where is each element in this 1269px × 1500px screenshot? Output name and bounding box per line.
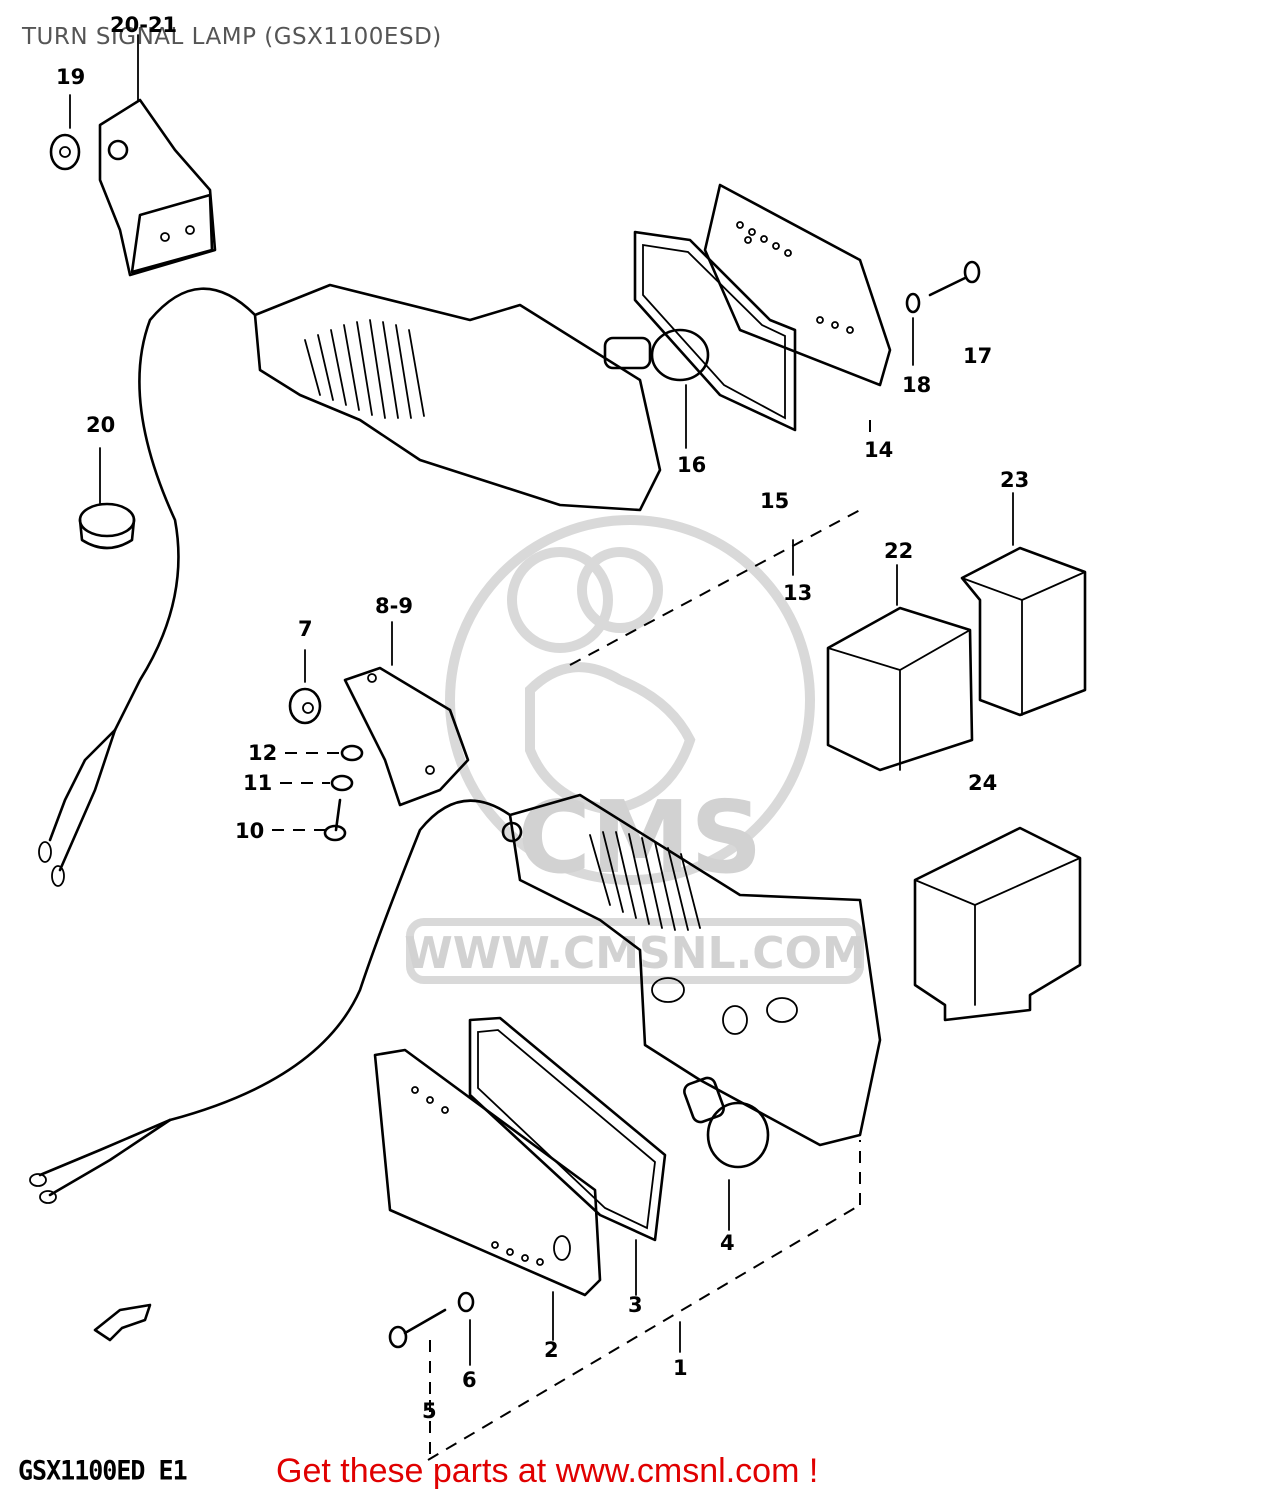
part-nut-19 [49, 94, 81, 171]
part-relay-22 [826, 564, 974, 772]
cta-link[interactable]: Get these parts at www.cmsnl.com ! [276, 1452, 819, 1490]
part-lower-gasket-3 [468, 1016, 667, 1296]
callout-5: 5 [422, 1399, 437, 1423]
part-grommet-20 [78, 447, 136, 550]
callout-6: 6 [462, 1368, 477, 1392]
callout-16: 16 [677, 453, 706, 477]
diagram-title: TURN SIGNAL LAMP (GSX1100ESD) [22, 24, 442, 50]
cms-watermark: CMS WWW.CMSNL.COM [404, 515, 866, 984]
callout-12: 12 [248, 741, 277, 765]
part-upper-lamp-housing [38, 283, 662, 887]
reference-dashed-lines [427, 420, 871, 1461]
callout-13: 13 [783, 581, 812, 605]
part-nut-7 [288, 649, 322, 725]
callout-11: 11 [243, 771, 272, 795]
part-screw-10 [272, 798, 347, 842]
part-bracket-20-21 [98, 34, 217, 277]
part-relay-24 [913, 826, 1082, 1022]
part-lower-lens-2 [373, 1048, 602, 1341]
part-bracket-8-9 [343, 621, 470, 807]
part-bulb-16 [603, 328, 710, 449]
part-washer-12 [285, 744, 364, 762]
callout-23: 23 [1000, 468, 1029, 492]
part-screw-5 [388, 1308, 447, 1395]
part-washer-18 [905, 292, 921, 366]
callout-18: 18 [902, 373, 931, 397]
part-washer-6 [457, 1291, 475, 1366]
part-bulb-4 [683, 1076, 770, 1231]
watermark-brand: CMS [518, 779, 763, 896]
part-upper-lens-14 [703, 183, 892, 387]
callout-10: 10 [235, 819, 264, 843]
callout-20-21: 20-21 [110, 13, 177, 37]
part-lower-lamp-housing [29, 793, 882, 1204]
callout-1: 1 [673, 1356, 688, 1380]
callout-17: 17 [963, 344, 992, 368]
part-washer-11 [280, 774, 354, 792]
callout-2: 2 [544, 1338, 559, 1362]
callout-19: 19 [56, 65, 85, 89]
callout-24: 24 [968, 771, 997, 795]
watermark-url: WWW.CMSNL.COM [404, 928, 866, 979]
part-relay-23 [960, 492, 1087, 717]
callout-3: 3 [628, 1293, 643, 1317]
callout-4: 4 [720, 1231, 735, 1255]
part-upper-gasket-15 [633, 230, 797, 432]
callout-20: 20 [86, 413, 115, 437]
model-code-label: GSX1100ED E1 [18, 1455, 188, 1486]
callout-14: 14 [864, 438, 893, 462]
callout-7: 7 [298, 617, 313, 641]
part-screw-17 [928, 260, 981, 297]
callout-22: 22 [884, 539, 913, 563]
front-direction-arrow-icon [93, 1303, 152, 1342]
callout-8-9: 8-9 [375, 594, 413, 618]
callout-15: 15 [760, 489, 789, 513]
callout-labels: 20-21 19 20 7 8-9 12 11 10 16 14 15 13 1… [56, 13, 1029, 1423]
